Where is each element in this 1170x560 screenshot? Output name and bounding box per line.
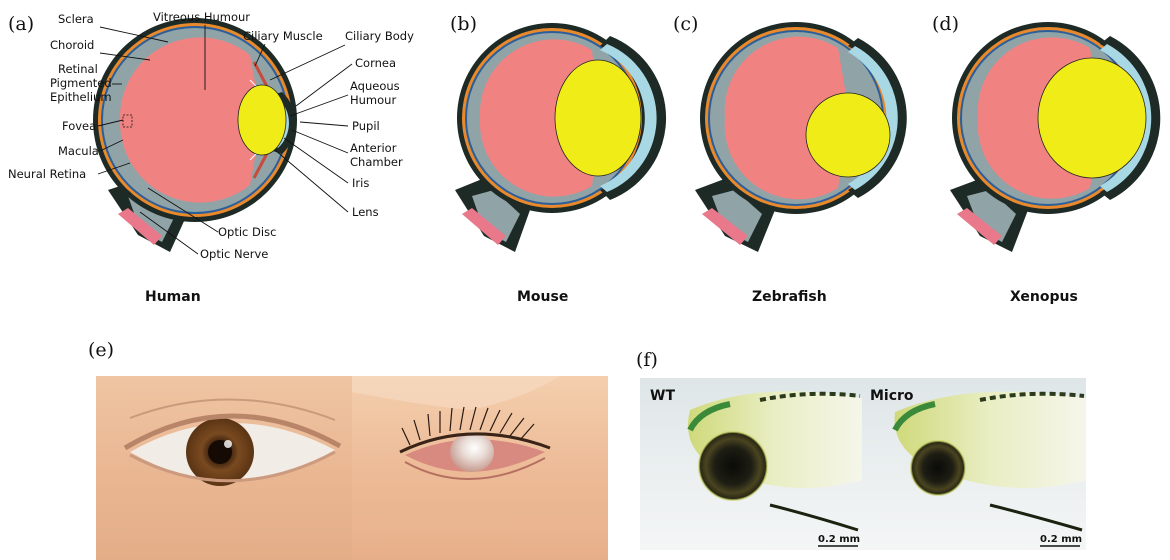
label-optic-nerve: Optic Nerve xyxy=(200,247,268,261)
xenopus-lens xyxy=(1038,58,1146,178)
lens-shape xyxy=(238,85,286,155)
label-rpe-3: Epithelium xyxy=(50,90,112,104)
panel-d-xenopus-eye: (d) Xenopus xyxy=(932,13,1160,305)
label-sclera: Sclera xyxy=(58,12,94,26)
caption-zebrafish: Zebrafish xyxy=(752,289,827,305)
label-optic-disc: Optic Disc xyxy=(218,225,276,239)
panel-e-photos: (e) xyxy=(88,339,608,560)
scale-label-wt: 0.2 mm xyxy=(818,534,860,545)
zebrafish-lens xyxy=(806,93,890,177)
label-macula: Macula xyxy=(58,144,99,158)
mouse-lens xyxy=(555,60,641,176)
label-aqueous-1: Aqueous xyxy=(350,79,400,93)
panel-label-b: (b) xyxy=(450,13,477,35)
label-anterior-2: Chamber xyxy=(350,155,403,169)
panel-f-zebrafish-photos: (f) WT 0.2 mm Micro 0.2 mm xyxy=(636,349,1086,550)
label-pupil: Pupil xyxy=(352,119,380,133)
caption-human: Human xyxy=(145,289,201,305)
label-cornea: Cornea xyxy=(355,56,396,70)
caption-mouse: Mouse xyxy=(517,289,568,305)
label-ciliary-body: Ciliary Body xyxy=(345,29,414,43)
label-fovea: Fovea xyxy=(62,119,96,133)
label-vitreous: Vitreous Humour xyxy=(153,10,250,24)
panel-label-e: (e) xyxy=(88,339,114,361)
label-anterior-1: Anterior xyxy=(350,141,397,155)
tag-micro: Micro xyxy=(870,388,914,404)
scale-label-micro: 0.2 mm xyxy=(1040,534,1082,545)
label-neural-retina: Neural Retina xyxy=(8,167,86,181)
panel-label-a: (a) xyxy=(8,13,34,35)
panel-label-c: (c) xyxy=(673,13,698,35)
panel-a-human-eye: (a) Sclera Choroid Retinal Pigmented Epi… xyxy=(8,10,414,305)
panel-label-f: (f) xyxy=(636,349,658,371)
cloudy-iris xyxy=(450,432,494,472)
caption-xenopus: Xenopus xyxy=(1010,289,1078,305)
tag-wt: WT xyxy=(650,388,675,404)
panel-label-d: (d) xyxy=(932,13,959,35)
panel-c-zebrafish-eye: (c) Zebrafish xyxy=(673,13,907,305)
label-rpe-2: Pigmented xyxy=(50,76,112,90)
label-choroid: Choroid xyxy=(50,38,94,52)
label-iris: Iris xyxy=(352,176,369,190)
label-ciliary-muscle: Ciliary Muscle xyxy=(243,29,323,43)
label-lens: Lens xyxy=(352,205,379,219)
panel-b-mouse-eye: (b) Mouse xyxy=(450,13,666,305)
label-aqueous-2: Humour xyxy=(350,93,396,107)
label-rpe-1: Retinal xyxy=(58,62,98,76)
